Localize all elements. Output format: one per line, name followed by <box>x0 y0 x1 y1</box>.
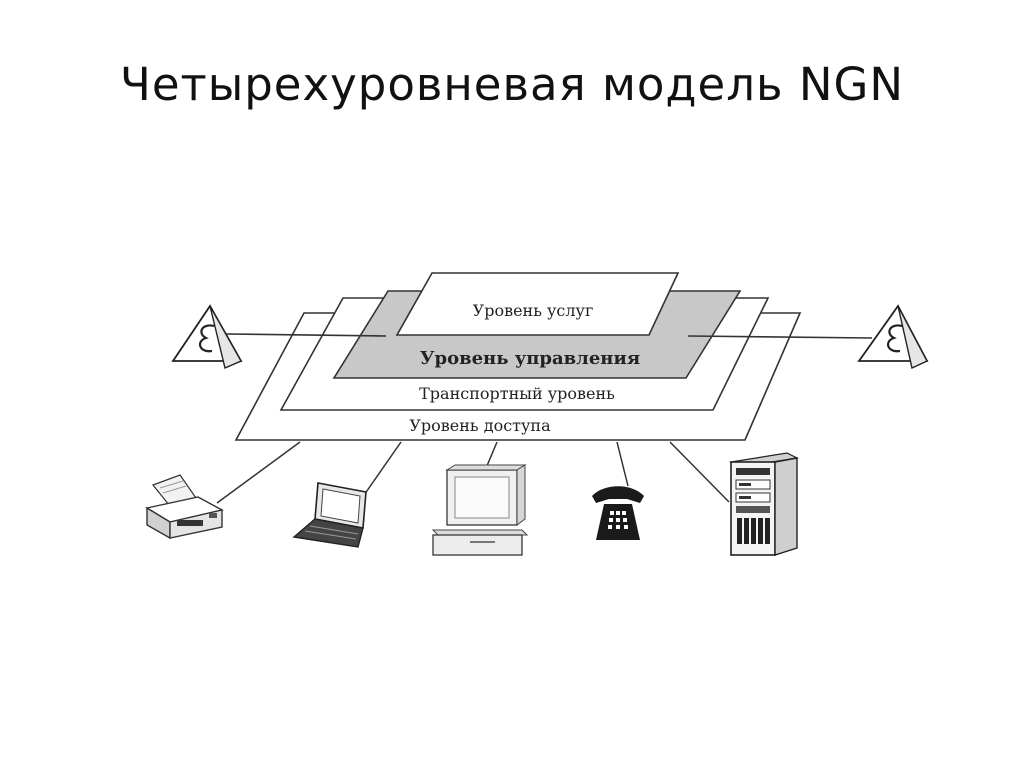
telephone-icon <box>592 486 644 540</box>
server-icon <box>729 452 799 556</box>
laptop-connection-line <box>361 441 402 499</box>
server-connection-line <box>669 441 730 503</box>
laptop-icon <box>292 482 367 548</box>
telephone-connection-line <box>616 441 629 487</box>
services-layer-label: Уровень услуг <box>473 301 594 320</box>
network-pyramid-icon <box>171 304 243 369</box>
left-network-link <box>225 333 387 337</box>
page-title: Четырехуровневая модель NGN <box>119 58 905 111</box>
transport-layer-label: Транспортный уровень <box>419 384 615 403</box>
desktop-computer-icon <box>431 464 529 556</box>
printer-icon <box>145 474 224 540</box>
network-pyramid-icon <box>857 304 929 370</box>
printer-connection-line <box>216 441 301 504</box>
control-layer-label: Уровень управления <box>420 348 640 369</box>
services-layer-plane <box>395 272 680 336</box>
right-network-link <box>687 335 873 339</box>
access-layer-label: Уровень доступа <box>409 416 551 435</box>
